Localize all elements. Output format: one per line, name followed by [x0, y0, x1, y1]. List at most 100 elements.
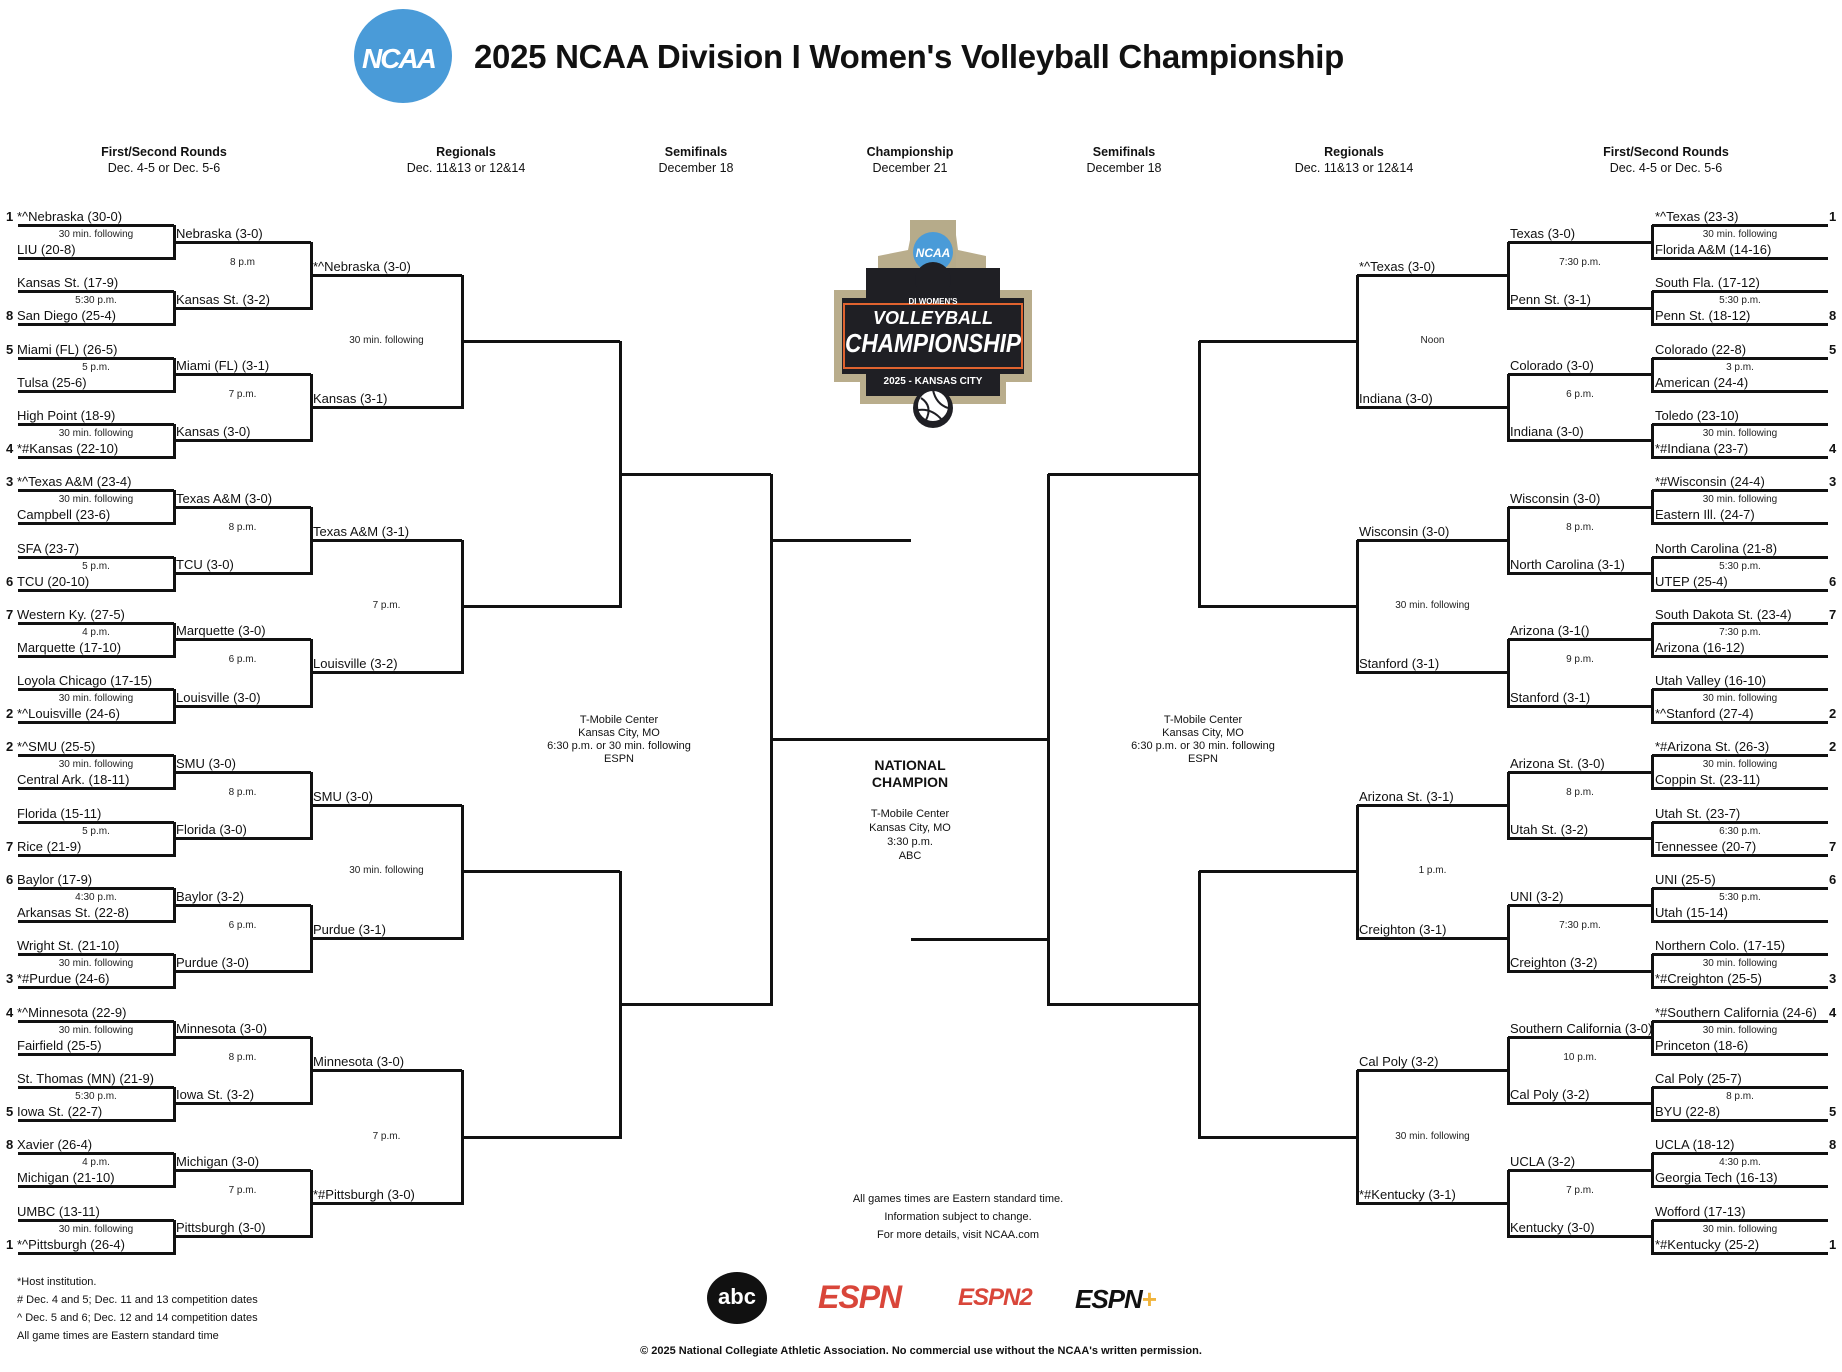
team-slot[interactable]: UNI (3-2): [1510, 888, 1564, 904]
team-slot[interactable]: Wisconsin (3-0): [1359, 523, 1450, 539]
team-slot[interactable]: Loyola Chicago (17-15): [17, 673, 153, 689]
team-slot[interactable]: *#Southern California (24-6): [1655, 1004, 1817, 1020]
team-slot[interactable]: SFA (23-7): [17, 540, 80, 556]
team-slot[interactable]: Princeton (18-6): [1655, 1037, 1749, 1053]
team-slot[interactable]: Arkansas St. (22-8): [17, 905, 129, 920]
team-slot[interactable]: Rice (21-9): [17, 838, 82, 854]
team-slot[interactable]: Indiana (3-0): [1359, 391, 1433, 407]
team-slot[interactable]: Kansas St. (17-9): [17, 275, 119, 291]
team-slot[interactable]: Southern California (3-0): [1510, 1021, 1653, 1037]
team-slot[interactable]: Stanford (3-1): [1510, 689, 1591, 705]
team-slot[interactable]: Penn St. (18-12): [1655, 308, 1751, 324]
team-slot[interactable]: North Carolina (3-1): [1510, 557, 1625, 572]
team-slot[interactable]: Iowa St. (3-2): [176, 1087, 255, 1103]
team-slot[interactable]: Michigan (3-0): [176, 1153, 260, 1169]
team-slot[interactable]: Campbell (23-6): [17, 507, 111, 523]
team-slot[interactable]: Miami (FL) (26-5): [17, 341, 118, 357]
team-slot[interactable]: *#Kentucky (3-1): [1359, 1186, 1456, 1202]
team-slot[interactable]: Stanford (3-1): [1359, 656, 1440, 672]
team-slot[interactable]: LIU (20-8): [17, 242, 76, 257]
team-slot[interactable]: Coppin St. (23-11): [1655, 772, 1761, 788]
team-slot[interactable]: Penn St. (3-1): [1510, 291, 1591, 307]
team-slot[interactable]: Louisville (3-2): [313, 656, 398, 672]
team-slot[interactable]: TCU (3-0): [176, 557, 234, 572]
team-slot[interactable]: *^Louisville (24-6): [17, 706, 120, 722]
team-slot[interactable]: *#Kentucky (25-2): [1655, 1236, 1760, 1252]
team-slot[interactable]: Indiana (3-0): [1510, 424, 1584, 440]
team-slot[interactable]: Fairfield (25-5): [17, 1037, 102, 1053]
team-slot[interactable]: *#Wisconsin (24-4): [1655, 474, 1765, 490]
team-slot[interactable]: Iowa St. (22-7): [17, 1103, 103, 1119]
team-slot[interactable]: Purdue (3-0): [176, 954, 249, 970]
team-slot[interactable]: Utah (15-14): [1655, 905, 1728, 920]
team-slot[interactable]: Toledo (23-10): [1655, 407, 1739, 423]
team-slot[interactable]: North Carolina (21-8): [1655, 540, 1778, 556]
team-slot[interactable]: Central Ark. (18-11): [17, 772, 130, 788]
team-slot[interactable]: *^Pittsburgh (26-4): [17, 1236, 125, 1252]
team-slot[interactable]: *#Pittsburgh (3-0): [313, 1186, 415, 1202]
team-slot[interactable]: UNI (25-5): [1655, 872, 1716, 887]
team-slot[interactable]: SMU (3-0): [176, 755, 236, 771]
team-slot[interactable]: St. Thomas (MN) (21-9): [17, 1070, 155, 1086]
team-slot[interactable]: South Fla. (17-12): [1655, 275, 1760, 291]
team-slot[interactable]: Baylor (17-9): [17, 872, 93, 887]
team-slot[interactable]: *^SMU (25-5): [17, 739, 96, 755]
team-slot[interactable]: Cal Poly (25-7): [1655, 1070, 1742, 1086]
team-slot[interactable]: Wright St. (21-10): [17, 938, 120, 954]
team-slot[interactable]: Minnesota (3-0): [176, 1021, 268, 1037]
team-slot[interactable]: *#Indiana (23-7): [1655, 440, 1749, 456]
team-slot[interactable]: UTEP (25-4): [1655, 573, 1728, 589]
team-slot[interactable]: Eastern Ill. (24-7): [1655, 507, 1755, 523]
team-slot[interactable]: Georgia Tech (16-13): [1655, 1170, 1778, 1186]
team-slot[interactable]: Arizona St. (3-0): [1510, 755, 1605, 771]
team-slot[interactable]: Texas A&M (3-0): [176, 490, 273, 506]
team-slot[interactable]: Cal Poly (3-2): [1359, 1054, 1439, 1070]
team-slot[interactable]: South Dakota St. (23-4): [1655, 606, 1792, 622]
team-slot[interactable]: TCU (20-10): [17, 573, 90, 589]
team-slot[interactable]: *^Nebraska (3-0): [313, 258, 411, 274]
team-slot[interactable]: Baylor (3-2): [176, 888, 244, 904]
team-slot[interactable]: Utah Valley (16-10): [1655, 673, 1767, 689]
team-slot[interactable]: Arizona St. (3-1): [1359, 789, 1454, 805]
team-slot[interactable]: Arizona (3-1(): [1510, 623, 1590, 639]
team-slot[interactable]: Purdue (3-1): [313, 921, 386, 937]
team-slot[interactable]: SMU (3-0): [313, 789, 373, 805]
team-slot[interactable]: Wisconsin (3-0): [1510, 490, 1601, 506]
team-slot[interactable]: Tulsa (25-6): [17, 374, 87, 390]
team-slot[interactable]: Texas (3-0): [1510, 225, 1576, 241]
team-slot[interactable]: Kansas (3-0): [176, 424, 251, 440]
team-slot[interactable]: *^Nebraska (30-0): [17, 209, 123, 224]
team-slot[interactable]: Creighton (3-1): [1359, 921, 1447, 937]
team-slot[interactable]: Pittsburgh (3-0): [176, 1220, 266, 1235]
team-slot[interactable]: *#Kansas (22-10): [17, 440, 119, 456]
team-slot[interactable]: Michigan (21-10): [17, 1170, 115, 1186]
team-slot[interactable]: UMBC (13-11): [17, 1203, 100, 1219]
team-slot[interactable]: Florida A&M (14-16): [1655, 242, 1772, 257]
team-slot[interactable]: Western Ky. (27-5): [17, 606, 125, 622]
team-slot[interactable]: Creighton (3-2): [1510, 954, 1598, 970]
team-slot[interactable]: Cal Poly (3-2): [1510, 1087, 1590, 1103]
team-slot[interactable]: Texas A&M (3-1): [313, 523, 410, 539]
team-slot[interactable]: Tennessee (20-7): [1655, 838, 1757, 854]
team-slot[interactable]: Nebraska (3-0): [176, 225, 263, 241]
team-slot[interactable]: High Point (18-9): [17, 407, 116, 423]
team-slot[interactable]: Xavier (26-4): [17, 1137, 93, 1153]
team-slot[interactable]: Louisville (3-0): [176, 689, 261, 705]
team-slot[interactable]: Utah St. (23-7): [1655, 805, 1741, 821]
team-slot[interactable]: Minnesota (3-0): [313, 1054, 405, 1070]
team-slot[interactable]: *^Texas (23-3): [1655, 209, 1739, 224]
team-slot[interactable]: Kentucky (3-0): [1510, 1220, 1595, 1235]
team-slot[interactable]: *^Stanford (27-4): [1655, 706, 1754, 722]
team-slot[interactable]: Utah St. (3-2): [1510, 822, 1589, 838]
team-slot[interactable]: Kansas St. (3-2): [176, 291, 270, 307]
team-slot[interactable]: *#Creighton (25-5): [1655, 971, 1762, 987]
team-slot[interactable]: UCLA (18-12): [1655, 1137, 1735, 1153]
team-slot[interactable]: Arizona (16-12): [1655, 639, 1745, 655]
team-slot[interactable]: UCLA (3-2): [1510, 1153, 1576, 1169]
team-slot[interactable]: Wofford (17-13): [1655, 1203, 1746, 1219]
team-slot[interactable]: Colorado (22-8): [1655, 341, 1747, 357]
team-slot[interactable]: *#Purdue (24-6): [17, 971, 110, 987]
team-slot[interactable]: Florida (3-0): [176, 822, 247, 838]
team-slot[interactable]: *#Arizona St. (26-3): [1655, 739, 1770, 755]
team-slot[interactable]: *^Texas A&M (23-4): [17, 474, 132, 490]
